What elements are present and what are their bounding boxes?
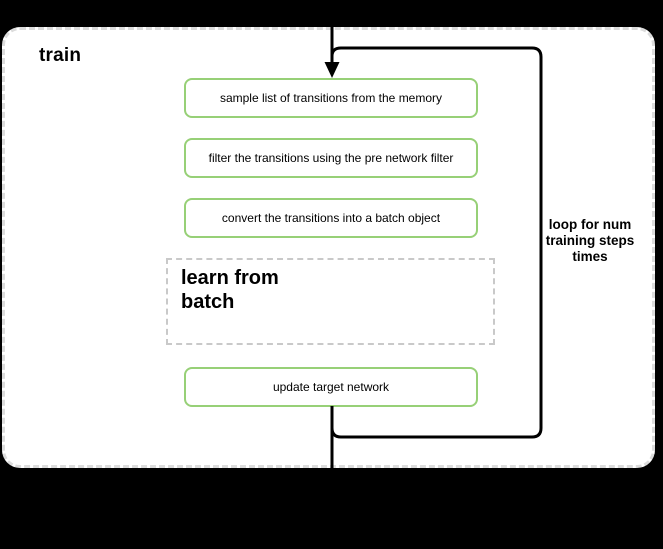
loop-annotation-line3: times <box>572 249 608 264</box>
learn-from-batch-label-line1: learn from <box>181 267 279 289</box>
learn-from-batch-label-line2: batch <box>181 291 235 313</box>
loop-annotation-line2: training steps <box>545 233 635 248</box>
node-filter-transitions-label: filter the transitions using the pre net… <box>208 151 454 165</box>
node-sample-transitions-label: sample list of transitions from the memo… <box>219 91 443 105</box>
node-update-target-network-label: update target network <box>272 380 390 394</box>
node-filter-transitions: filter the transitions using the pre net… <box>184 138 478 178</box>
node-learn-from-batch: learn from batch <box>166 258 495 345</box>
node-convert-to-batch: convert the transitions into a batch obj… <box>184 198 478 238</box>
train-group-title: train <box>39 45 82 66</box>
node-sample-transitions: sample list of transitions from the memo… <box>184 78 478 118</box>
loop-annotation: loop for num training steps times <box>538 217 642 265</box>
node-convert-to-batch-label: convert the transitions into a batch obj… <box>221 211 441 225</box>
node-update-target-network: update target network <box>184 367 478 407</box>
loop-annotation-line1: loop for num <box>548 217 632 232</box>
